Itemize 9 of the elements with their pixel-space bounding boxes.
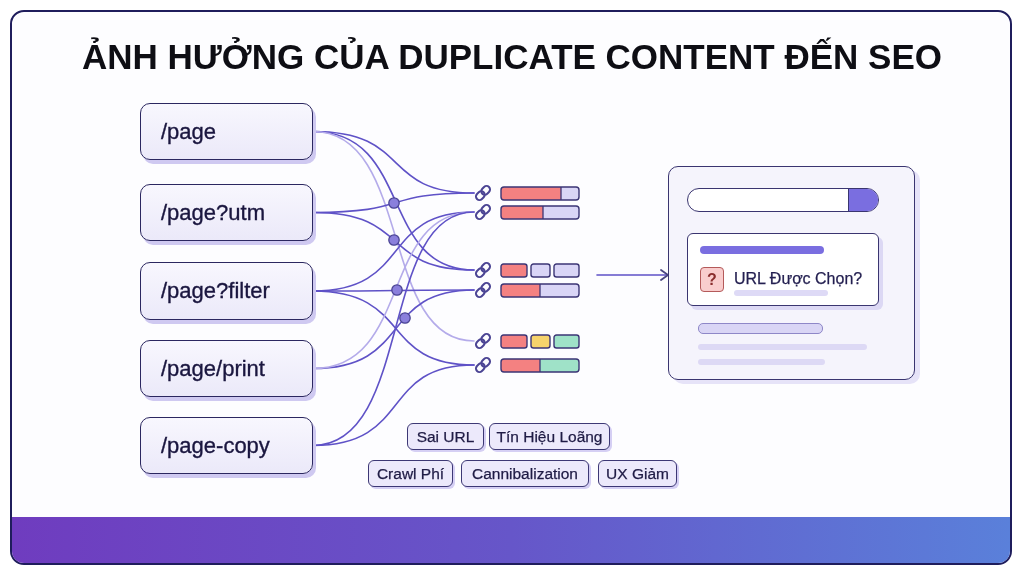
arrow: [596, 269, 669, 281]
issue-tag: Crawl Phí: [368, 460, 453, 487]
issue-tag: UX Giảm: [598, 460, 677, 487]
question-mark-tile: ?: [700, 267, 724, 292]
card-title: URL Được Chọn?: [734, 269, 863, 289]
title: ẢNH HƯỞNG CỦA DUPLICATE CONTENT ĐẾN SEO: [81, 36, 943, 78]
issue-tag: Tín Hiệu Loãng: [489, 423, 610, 450]
issue-tag: Cannibalization: [461, 460, 589, 487]
issue-tag: Sai URL: [407, 423, 484, 450]
